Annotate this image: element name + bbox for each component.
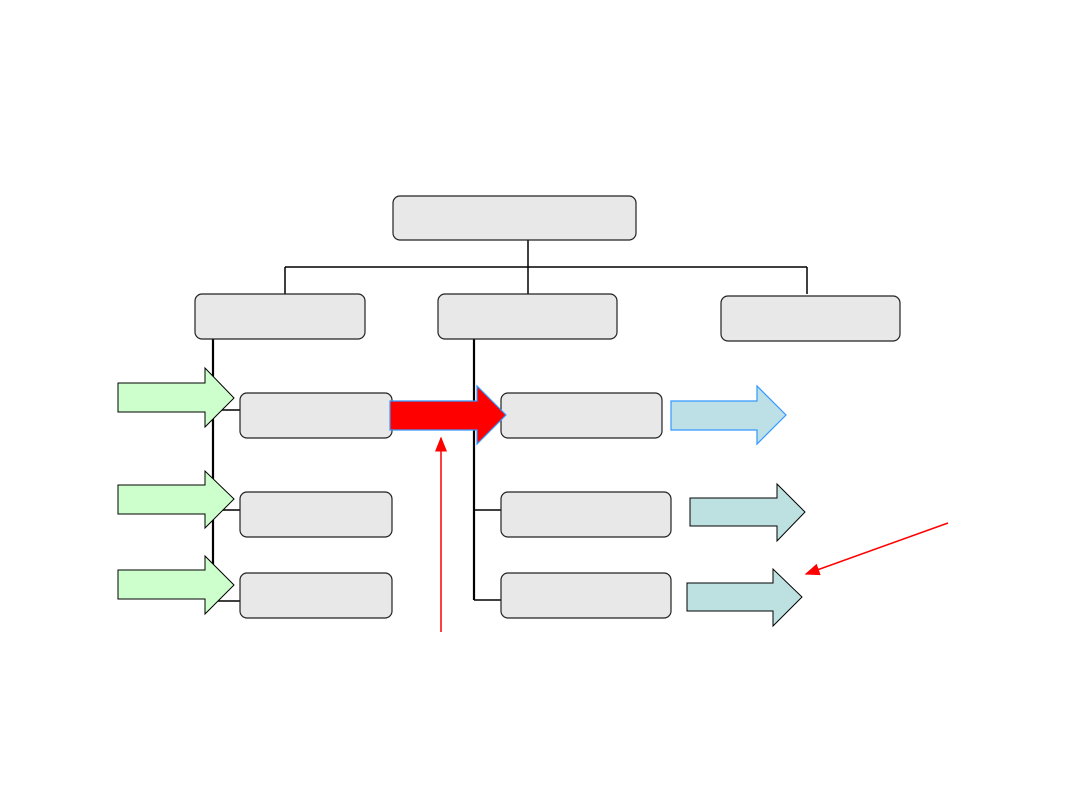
middle-child-box-2[interactable] (500, 491, 672, 538)
highlight-arrow (389, 384, 507, 446)
level2-box-middle[interactable] (437, 293, 618, 340)
output-arrow-2 (689, 482, 806, 543)
level2-box-right[interactable] (720, 295, 901, 342)
left-child-box-3[interactable] (239, 572, 393, 619)
input-arrow-1 (117, 366, 235, 429)
input-arrow-2 (117, 469, 235, 530)
left-child-box-2[interactable] (239, 491, 393, 538)
pointer-arrow-diagonal (804, 522, 949, 576)
left-child-box-1[interactable] (239, 392, 393, 439)
middle-child-box-1[interactable] (500, 392, 663, 439)
output-arrow-1 (670, 384, 787, 446)
input-arrow-3 (117, 554, 235, 616)
level2-box-left[interactable] (194, 293, 366, 340)
middle-child-box-3[interactable] (500, 572, 672, 619)
output-arrow-3 (686, 567, 803, 628)
root-box[interactable] (392, 195, 637, 241)
